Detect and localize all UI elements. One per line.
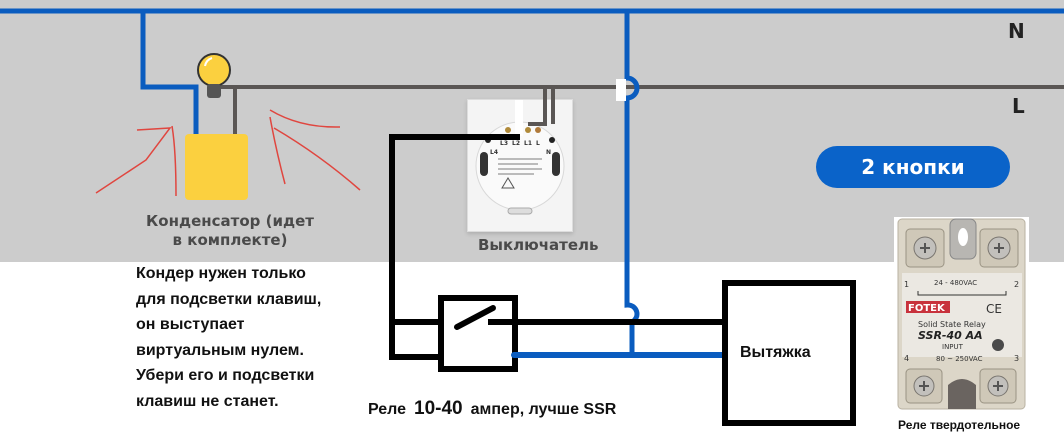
relay-caption-suffix: ампер, лучше SSR — [470, 401, 617, 418]
capacitor-label: Конденсатор (идет в комплекте) — [146, 212, 314, 249]
ssr-output-rating: 24 - 480VAC — [934, 279, 977, 287]
switch-terminal-l: L — [536, 140, 540, 147]
ssr-terminal-1: 1 — [904, 280, 909, 289]
ssr-terminal-2: 2 — [1014, 280, 1019, 289]
note-line: Убери его и подсветки — [136, 367, 315, 384]
switch-terminal-l2: L2 — [512, 140, 520, 147]
note-line: клавиш не станет. — [136, 392, 279, 410]
note-line: он выступает — [136, 316, 245, 333]
edit-mask-2 — [616, 79, 626, 101]
annotation-strokes — [95, 109, 361, 197]
neutral-down-wire — [624, 11, 640, 352]
ssr-drawing: 1 24 - 480VAC 2 FOTEK CE Solid State Rel… — [894, 217, 1029, 411]
capacitor-box — [185, 134, 248, 200]
ssr-ce-mark: CE — [986, 302, 1002, 316]
switch-terminal-l3: L3 — [500, 140, 508, 147]
ssr-photo: 1 24 - 480VAC 2 FOTEK CE Solid State Rel… — [894, 217, 1029, 411]
relay-caption-prefix: Реле — [368, 401, 407, 418]
ssr-terminal-4: 4 — [904, 354, 909, 363]
neutral-label: N — [1008, 19, 1025, 43]
ssr-input-label: INPUT — [942, 343, 964, 351]
load-label: Вытяжка — [740, 344, 811, 361]
relay-contact-icon — [454, 305, 496, 330]
capacitor-note: Кондер нужен только для подсветки клавиш… — [136, 261, 376, 414]
switch-terminal-l1: L1 — [524, 140, 532, 147]
ssr-brand: FOTEK — [908, 303, 946, 314]
neutral-to-capacitor-wire — [140, 11, 199, 136]
ssr-brand-logo — [906, 301, 950, 313]
switch-terminal-l4: L4 — [490, 149, 498, 156]
relay-caption: Реле 10-40 ампер, лучше SSR — [368, 398, 616, 420]
ssr-terminal-3: 3 — [1014, 354, 1019, 363]
live-to-switch-l1-wire — [528, 87, 547, 126]
ssr-led-icon — [992, 339, 1004, 351]
switch-body-drawing: L3 L2 L1 L L4 N — [475, 121, 565, 215]
light-bulb-icon — [197, 53, 231, 98]
switch-label: Выключатель — [478, 236, 599, 254]
note-line: Кондер нужен только — [136, 265, 306, 282]
live-label: L — [1012, 94, 1025, 118]
relay-box — [438, 295, 518, 372]
ssr-title: Solid State Relay — [918, 320, 986, 329]
ssr-input-rating: 80 ~ 250VAC — [936, 355, 983, 363]
relay-caption-amps: 10-40 — [414, 398, 463, 419]
ssr-model: SSR-40 AA — [918, 329, 983, 342]
note-line: для подсветки клавиш, — [136, 290, 322, 308]
buttons-count-badge: 2 кнопки — [816, 146, 1010, 188]
control-wire — [389, 134, 520, 360]
switch-terminal-n: N — [546, 149, 551, 156]
ssr-caption: Реле твердотельное — [898, 418, 1021, 432]
load-box — [722, 280, 856, 426]
edit-mask — [515, 100, 523, 136]
note-line: виртуальным нулем. — [136, 341, 304, 359]
